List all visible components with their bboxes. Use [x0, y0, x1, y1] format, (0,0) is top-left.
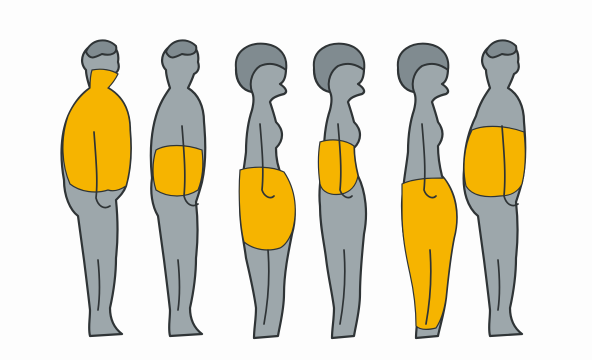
fat-area-4 — [319, 140, 359, 195]
figure-3 — [236, 44, 295, 338]
figure-6 — [464, 40, 526, 336]
fat-area-6 — [464, 126, 525, 196]
fat-area-3 — [239, 167, 295, 250]
figure-2 — [151, 40, 206, 336]
figure-4 — [314, 44, 366, 338]
fat-area-2 — [153, 146, 203, 197]
figure-5 — [398, 44, 457, 338]
figure-1 — [62, 40, 131, 336]
